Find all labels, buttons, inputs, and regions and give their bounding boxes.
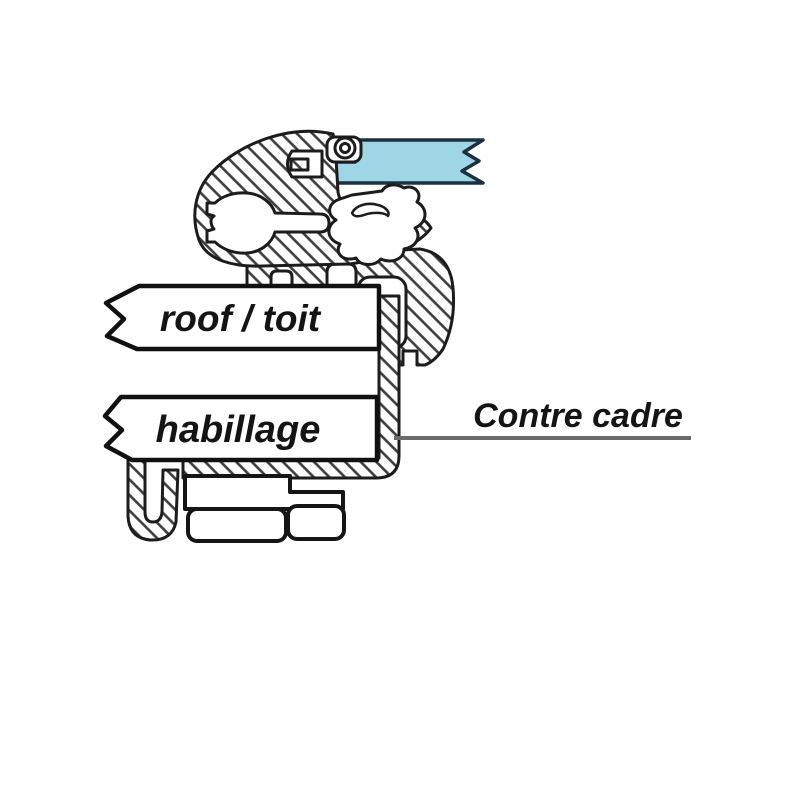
trim-clip-left xyxy=(186,507,288,543)
trim-clip-step xyxy=(183,474,345,511)
trim-clip-right xyxy=(286,504,346,541)
foot-notch-left xyxy=(269,269,294,289)
contre-cadre-label: Contre cadre xyxy=(473,397,683,435)
seal-bulb-ring-inner xyxy=(339,142,351,154)
s-clip xyxy=(327,183,427,266)
foot-notch-right xyxy=(325,262,358,289)
frame-hook xyxy=(126,457,180,542)
roof-banner xyxy=(103,283,382,352)
habillage-banner-label: habillage xyxy=(156,409,321,451)
s-clip-slot xyxy=(350,202,390,218)
channel-tongue xyxy=(289,157,310,172)
keyhole-cavity xyxy=(205,191,331,255)
roof-banner-label: roof / toit xyxy=(160,298,322,339)
habillage-banner xyxy=(102,394,380,463)
